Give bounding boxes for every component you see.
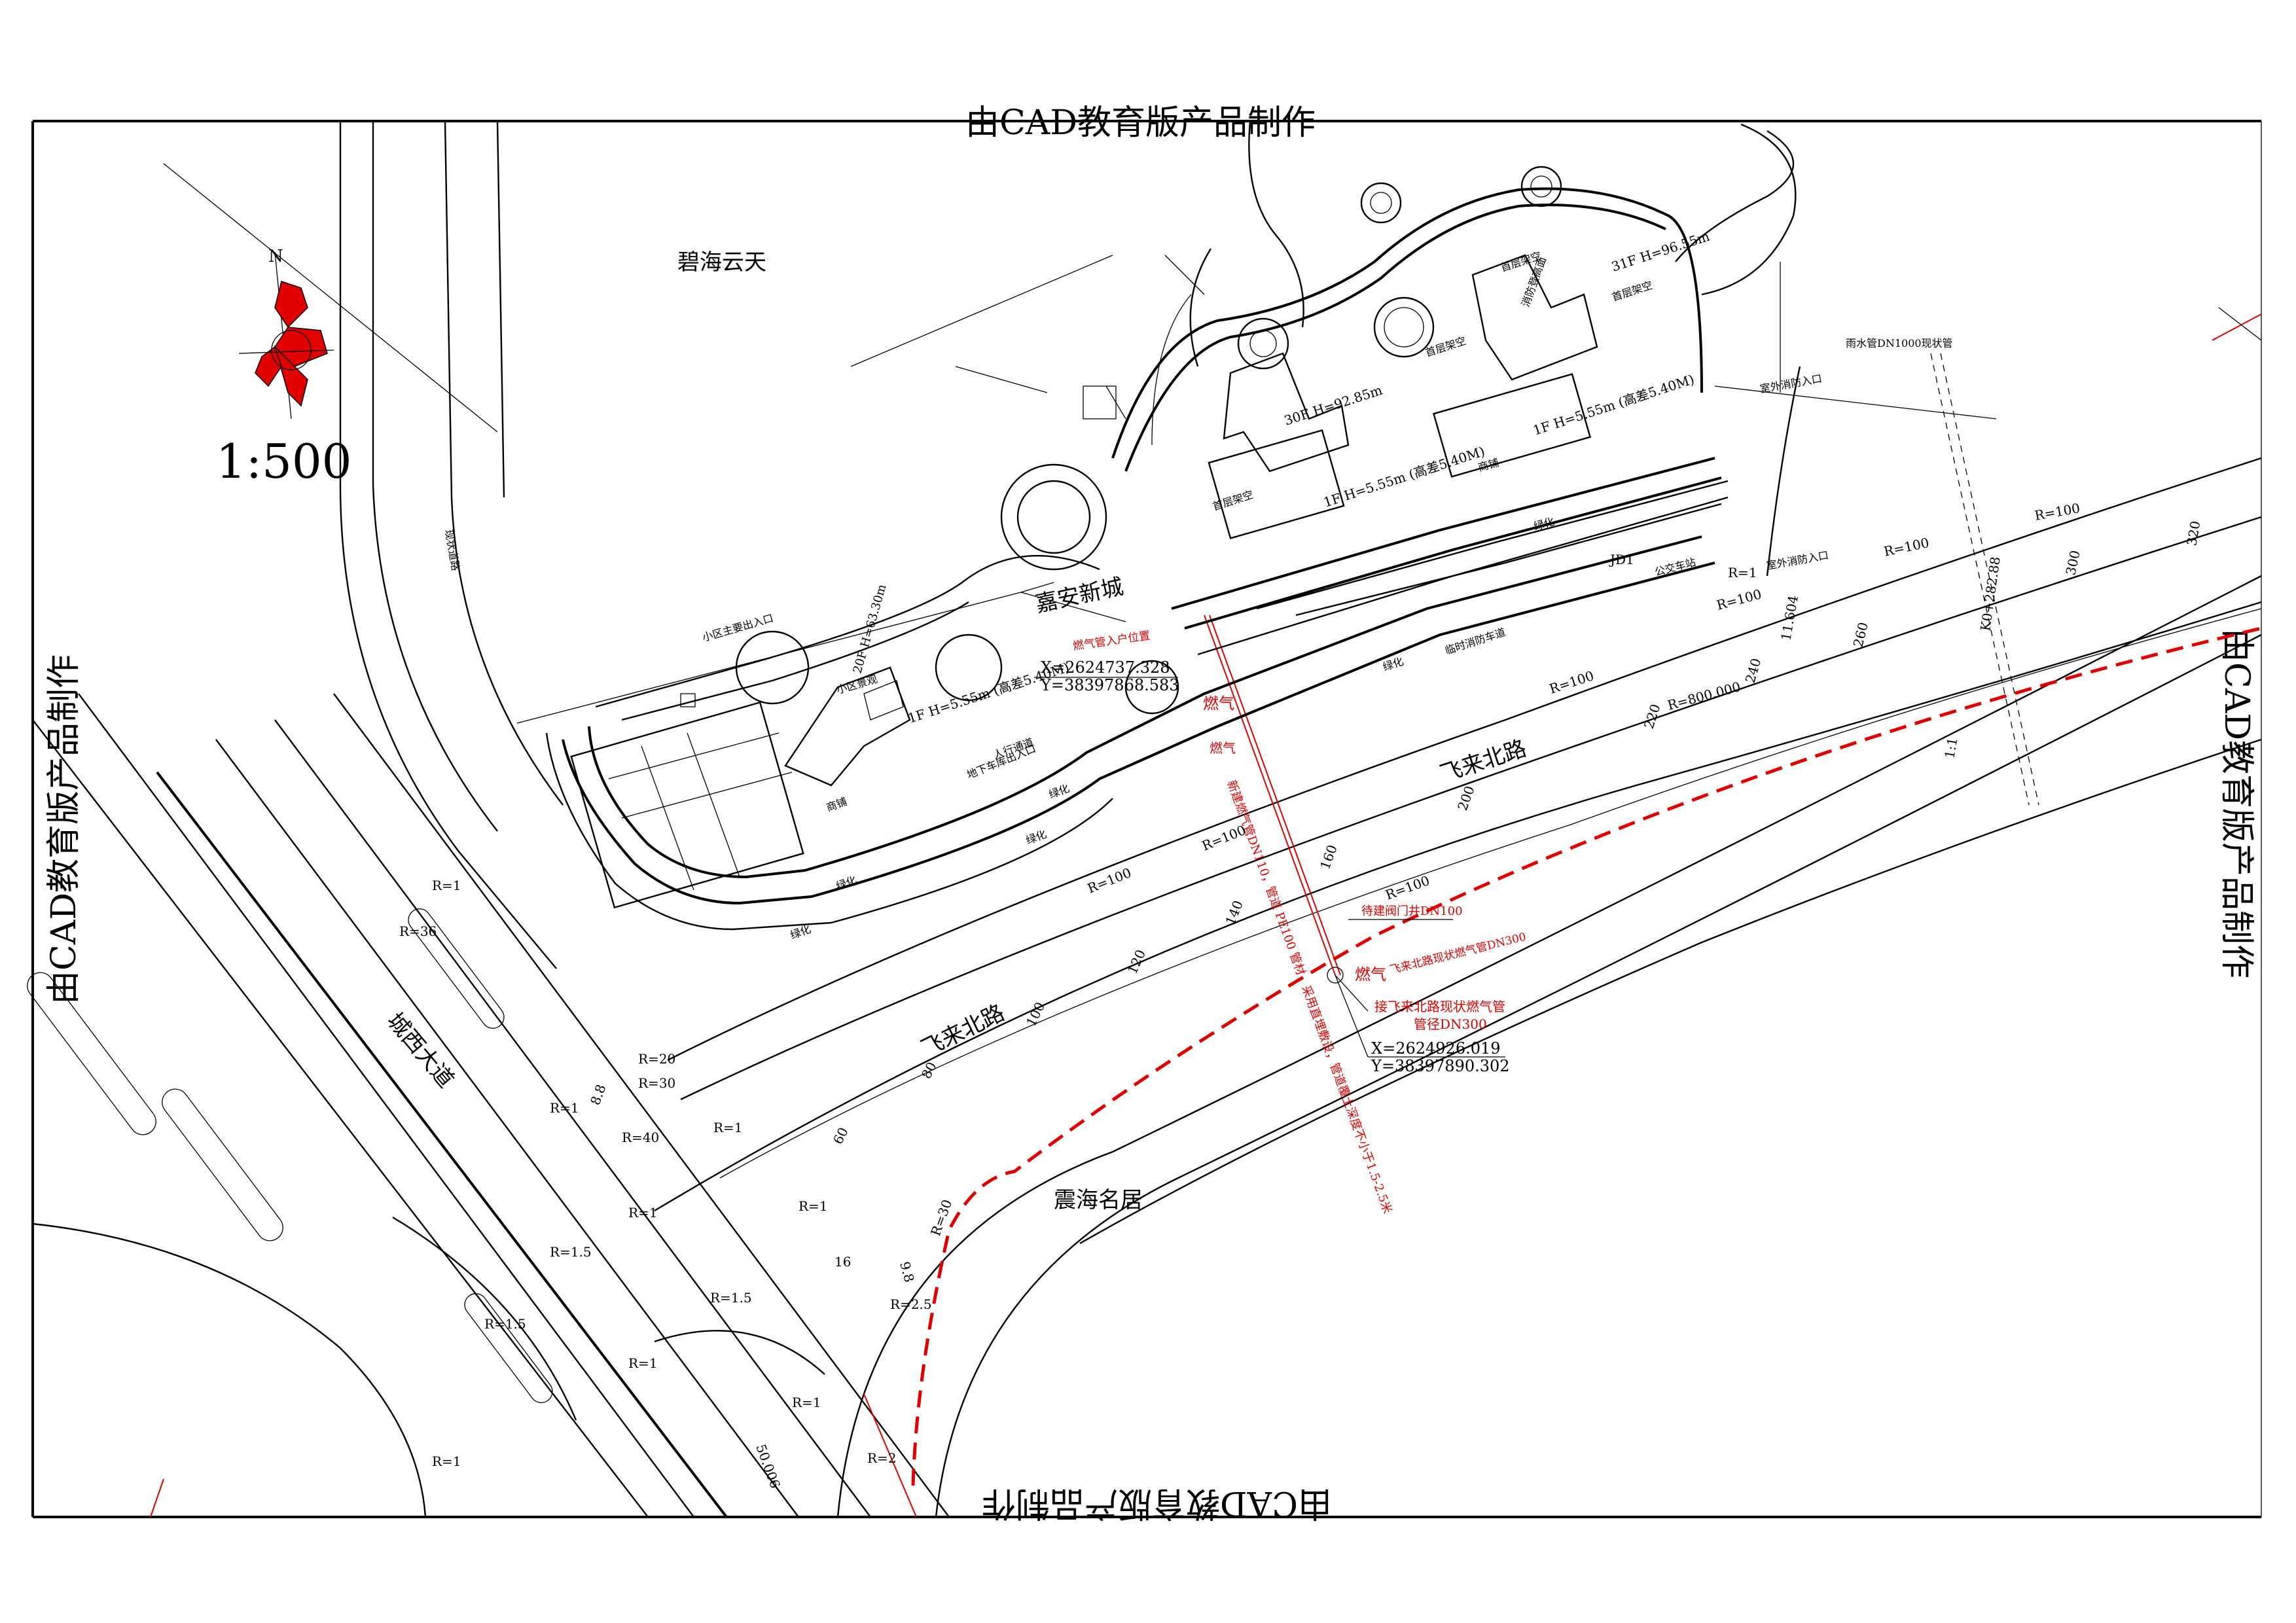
radius-label: R=20 <box>638 1051 675 1067</box>
gas-connect-2: 管径DN300 <box>1414 1016 1487 1032</box>
building-label-3: 1F H=5.55m (高差5.40M) <box>1321 443 1486 510</box>
radius-label: R=1 <box>792 1395 821 1410</box>
radius-label: R=2 <box>867 1450 897 1466</box>
radius-label: R=1 <box>432 878 461 893</box>
radius-label: R=1 <box>713 1120 743 1135</box>
dim-label: 1:1 <box>1941 736 1960 760</box>
site-development <box>516 120 2262 931</box>
coord-a-y: Y=38397868.583 <box>1040 676 1179 694</box>
radius-label: R=1.5 <box>550 1244 592 1260</box>
small-label: 室外消防入口 <box>1759 372 1823 395</box>
radius-label: R=100 <box>1547 668 1596 696</box>
chainage-label: 320 <box>2183 520 2203 547</box>
coord-b-x: X=2624926.019 <box>1371 1039 1501 1058</box>
chainage-label: 120 <box>1124 947 1149 976</box>
dim-label: JD1 <box>1609 552 1634 567</box>
radius-label: R=1 <box>798 1198 828 1214</box>
radius-label: R=30 <box>927 1198 955 1238</box>
gas-label-1: 燃气 <box>1203 694 1234 713</box>
small-label: 绿化 <box>1024 828 1049 847</box>
gas-existing: 飞来北路现状燃气管DN300 <box>1388 931 1527 977</box>
left-roads <box>163 120 564 969</box>
gas-pipe-note: 新建燃气管DN110，管道 PE100 管材，采用直埋敷设，管道覆土深度不小于1… <box>1224 779 1394 1216</box>
small-label: 绿化 <box>1532 515 1556 533</box>
small-label: 室外消防入口 <box>1765 549 1829 572</box>
radius-label: R=1 <box>432 1454 461 1469</box>
feilai-road <box>654 457 2262 1518</box>
small-label: 绿化 <box>834 874 859 893</box>
watermark-right: 由CAD教育版产品制作 <box>2217 628 2256 978</box>
radius-label: R=100 <box>1384 872 1432 902</box>
radius-label: R=1 <box>628 1355 658 1371</box>
building-label-4: 1F H=5.55m (高差5.40M) <box>1531 371 1696 438</box>
radius-label: R=1 <box>1728 565 1757 580</box>
chainage-label: 160 <box>1317 843 1340 872</box>
radius-label: R=100 <box>1200 822 1248 853</box>
radius-label: R=2.5 <box>890 1296 932 1312</box>
dim-label: 9.8 <box>897 1260 917 1284</box>
place-zhenhai: 震海名居 <box>1054 1187 1143 1213</box>
chainage-label: 140 <box>1222 898 1246 927</box>
radius-label: R=100 <box>1085 865 1134 896</box>
radius-label: R=30 <box>638 1075 675 1091</box>
dim-label: 16 <box>834 1254 851 1270</box>
small-label: 绿化 <box>1047 782 1071 801</box>
building-label-6: 20F H=63.30m <box>851 583 889 675</box>
coord-a-x: X=2624737.328 <box>1041 658 1170 677</box>
gas-valve: 待建阀门井DN100 <box>1361 904 1463 918</box>
gas-label-2: 燃气 <box>1355 965 1386 984</box>
small-label: 首层架空 <box>1610 279 1654 304</box>
chainage-label: 200 <box>1454 784 1478 813</box>
building-label-2: 31F H=96.55m <box>1609 228 1712 275</box>
dim-label: 11.604 <box>1778 594 1801 642</box>
radius-label: R=1 <box>628 1205 658 1221</box>
small-label: 首层架空 <box>1424 334 1467 359</box>
watermark-bottom: 由CAD教育版产品制作 <box>982 1484 1332 1523</box>
dim-label: 8.8 <box>587 1082 609 1107</box>
chainage-label: 80 <box>918 1060 940 1081</box>
chengxi-avenue <box>27 693 950 1518</box>
place-jiaan: 嘉安新城 <box>1033 573 1126 617</box>
chainage-label: 60 <box>830 1125 852 1147</box>
radius-label: R=1.5 <box>484 1316 526 1332</box>
small-label: 商铺 <box>825 795 849 814</box>
dim-label: 50.006 <box>753 1442 783 1491</box>
radius-label: R=100 <box>1715 586 1763 613</box>
small-label: 雨水管DN1000现状管 <box>1846 337 1953 349</box>
radius-labels: R=100 R=100 R=100 R=100 R=100 R=100 R=10… <box>399 500 2081 1469</box>
scale-label: 1:500 <box>216 434 352 489</box>
chainage-label: 300 <box>2062 549 2083 577</box>
gas-connect-1: 接飞来北路现状燃气管 <box>1374 999 1505 1014</box>
road-feilai-b: 飞来北路 <box>917 1000 1009 1063</box>
north-label: N <box>268 247 283 266</box>
place-bihai: 碧海云天 <box>677 249 766 276</box>
watermark-left: 由CAD教育版产品制作 <box>45 654 84 1005</box>
gas-pipeline <box>150 313 2262 1518</box>
small-label: 现状道路 <box>442 528 462 571</box>
radius-label: R=36 <box>399 923 437 939</box>
gas-label-3: 燃气 <box>1210 740 1236 756</box>
small-label: 公交车站 <box>1653 556 1697 579</box>
watermark-top: 由CAD教育版产品制作 <box>965 103 1316 143</box>
radius-label: R=40 <box>622 1130 659 1145</box>
drawing-frame <box>31 120 2262 1518</box>
chainage-label: 260 <box>1850 620 1872 649</box>
north-arrow: N <box>238 247 334 419</box>
small-label: 小区主要出入口 <box>701 612 775 644</box>
small-label: 小区景观 <box>835 673 879 696</box>
dim-label: K0+282.88 <box>1977 556 2003 632</box>
chainage-label: 240 <box>1742 656 1765 685</box>
road-feilai-a: 飞来北路 <box>1437 735 1530 787</box>
chainage-label: 220 <box>1641 702 1664 731</box>
radius-label: R=100 <box>1882 535 1930 560</box>
gas-entry: 燃气管入户位置 <box>1072 630 1151 653</box>
radius-label: R=1.5 <box>710 1290 752 1306</box>
coord-b-y: Y=38397890.302 <box>1371 1057 1510 1075</box>
radius-label: R=800.000 <box>1666 679 1742 713</box>
radius-label: R=1 <box>550 1100 579 1116</box>
